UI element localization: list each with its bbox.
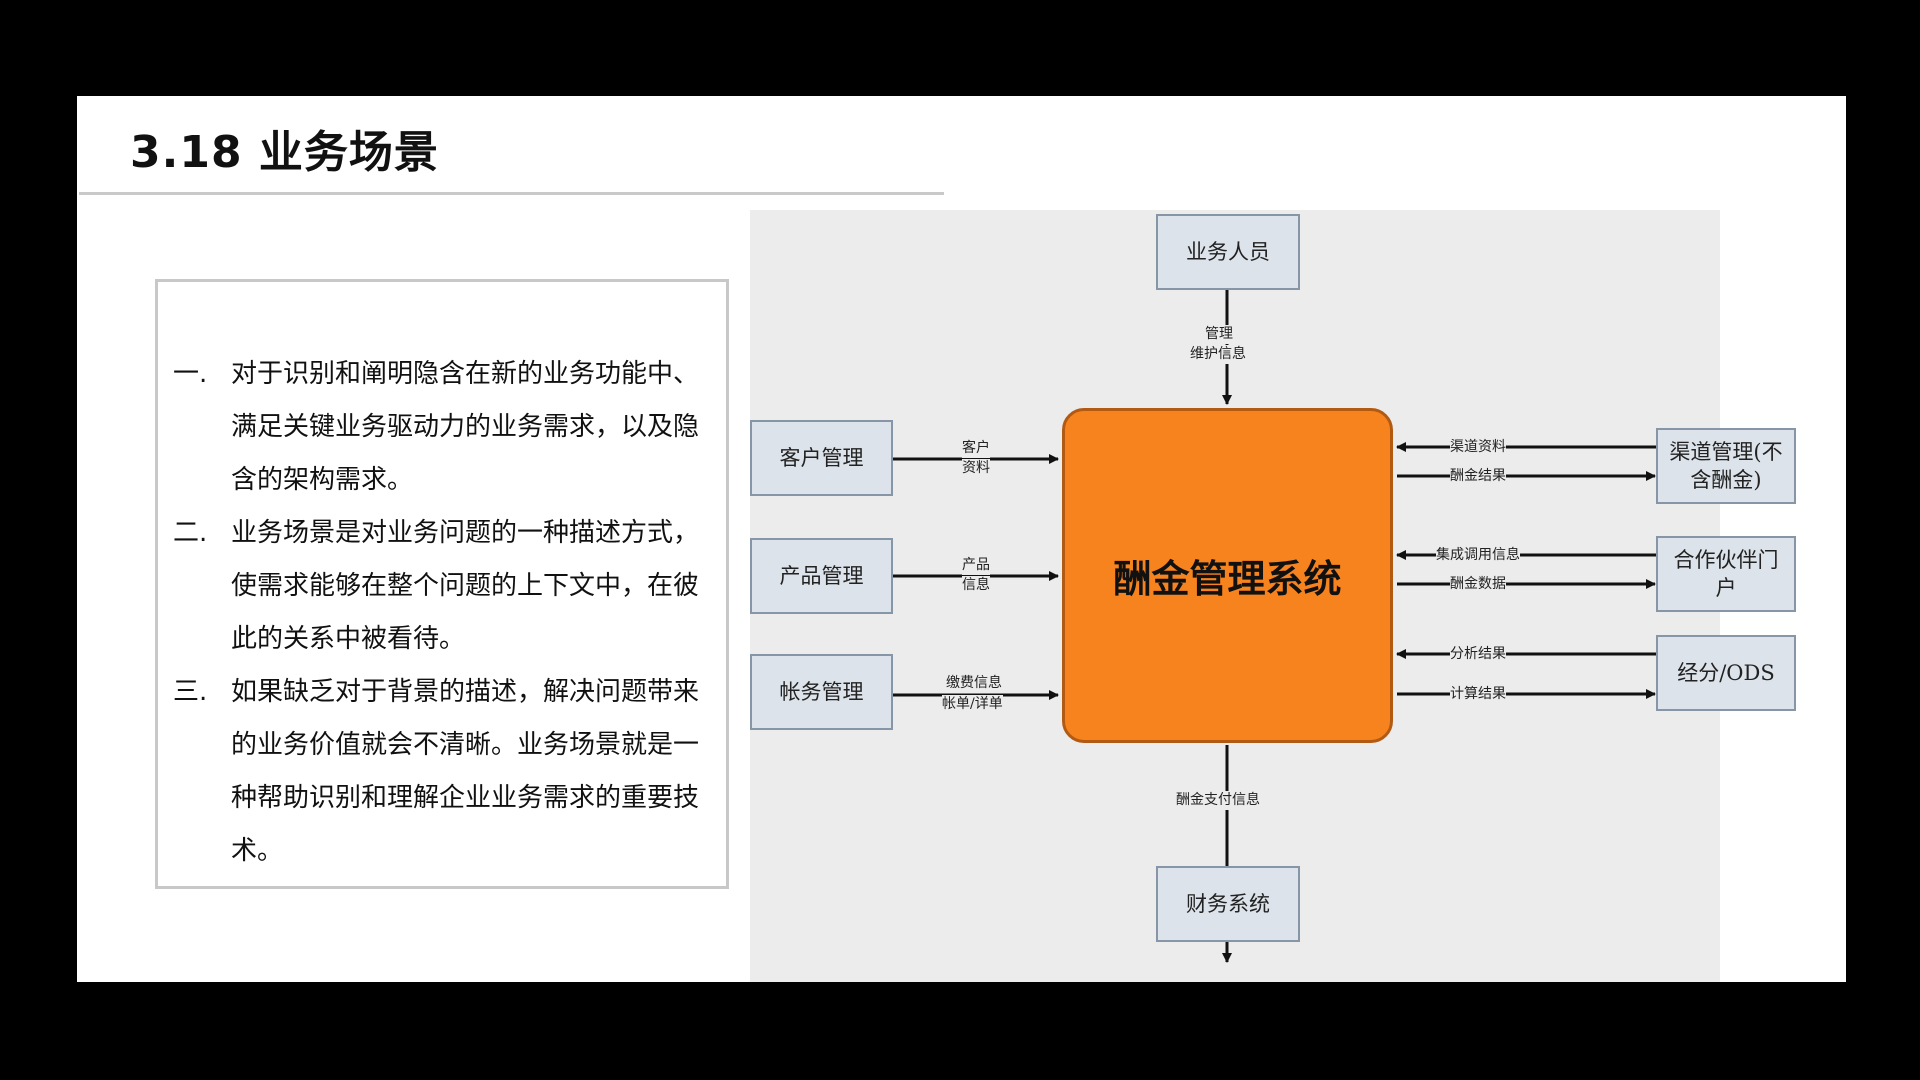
paragraph-3-number: 三.	[173, 677, 208, 707]
node-customer-management: 客户管理	[750, 420, 893, 496]
node-analytics-ods: 经分/ODS	[1656, 635, 1796, 711]
node-commission-system: 酬金管理系统	[1062, 408, 1393, 743]
label-left2-2: 信息	[962, 576, 990, 595]
system-context-diagram: 业务人员 客户管理 产品管理 帐务管理 渠道管理(不含酬金) 合作伙伴门户 经分…	[750, 210, 1796, 982]
label-left1-1: 客户	[962, 439, 990, 458]
label-r1-out: 酬金结果	[1450, 467, 1506, 486]
label-r3-out: 计算结果	[1450, 685, 1506, 704]
description-box: 一. 对于识别和阐明隐含在新的业务功能中、满足关键业务驱动力的业务需求，以及隐含…	[155, 279, 729, 889]
paragraph-1: 一. 对于识别和阐明隐含在新的业务功能中、满足关键业务驱动力的业务需求，以及隐含…	[173, 348, 713, 507]
label-r1-in: 渠道资料	[1450, 438, 1506, 457]
paragraph-2: 二. 业务场景是对业务问题的一种描述方式，使需求能够在整个问题的上下文中，在彼此…	[173, 507, 713, 666]
node-finance-system: 财务系统	[1156, 866, 1300, 942]
node-business-staff: 业务人员	[1156, 214, 1300, 290]
node-channel-management: 渠道管理(不含酬金)	[1656, 428, 1796, 504]
node-account-management: 帐务管理	[750, 654, 893, 730]
node-partner-portal: 合作伙伴门户	[1656, 536, 1796, 612]
label-left3-2: 帐单/详单	[942, 695, 1003, 714]
paragraph-1-text: 对于识别和阐明隐含在新的业务功能中、满足关键业务驱动力的业务需求，以及隐含的架构…	[231, 359, 700, 495]
label-r3-in: 分析结果	[1450, 645, 1506, 664]
paragraph-2-number: 二.	[173, 518, 208, 548]
title-divider	[79, 192, 944, 195]
label-left1-2: 资料	[962, 459, 990, 478]
paragraph-2-text: 业务场景是对业务问题的一种描述方式，使需求能够在整个问题的上下文中，在彼此的关系…	[231, 518, 700, 654]
label-left3-1: 缴费信息	[946, 674, 1002, 693]
slide-title: 3.18 业务场景	[130, 127, 439, 178]
node-product-management: 产品管理	[750, 538, 893, 614]
label-left2-1: 产品	[962, 556, 990, 575]
label-r2-out: 酬金数据	[1450, 575, 1506, 594]
paragraph-1-number: 一.	[173, 359, 208, 389]
paragraph-3: 三. 如果缺乏对于背景的描述，解决问题带来的业务价值就会不清晰。业务场景就是一种…	[173, 666, 713, 878]
label-top-2: 维护信息	[1190, 345, 1246, 364]
label-top-1: 管理	[1205, 325, 1233, 344]
label-bottom: 酬金支付信息	[1176, 791, 1260, 810]
label-r2-in: 集成调用信息	[1436, 546, 1520, 565]
diagram-connectors	[891, 287, 1657, 963]
slide: 3.18 业务场景 一. 对于识别和阐明隐含在新的业务功能中、满足关键业务驱动力…	[77, 96, 1846, 982]
paragraph-3-text: 如果缺乏对于背景的描述，解决问题带来的业务价值就会不清晰。业务场景就是一种帮助识…	[231, 677, 700, 866]
